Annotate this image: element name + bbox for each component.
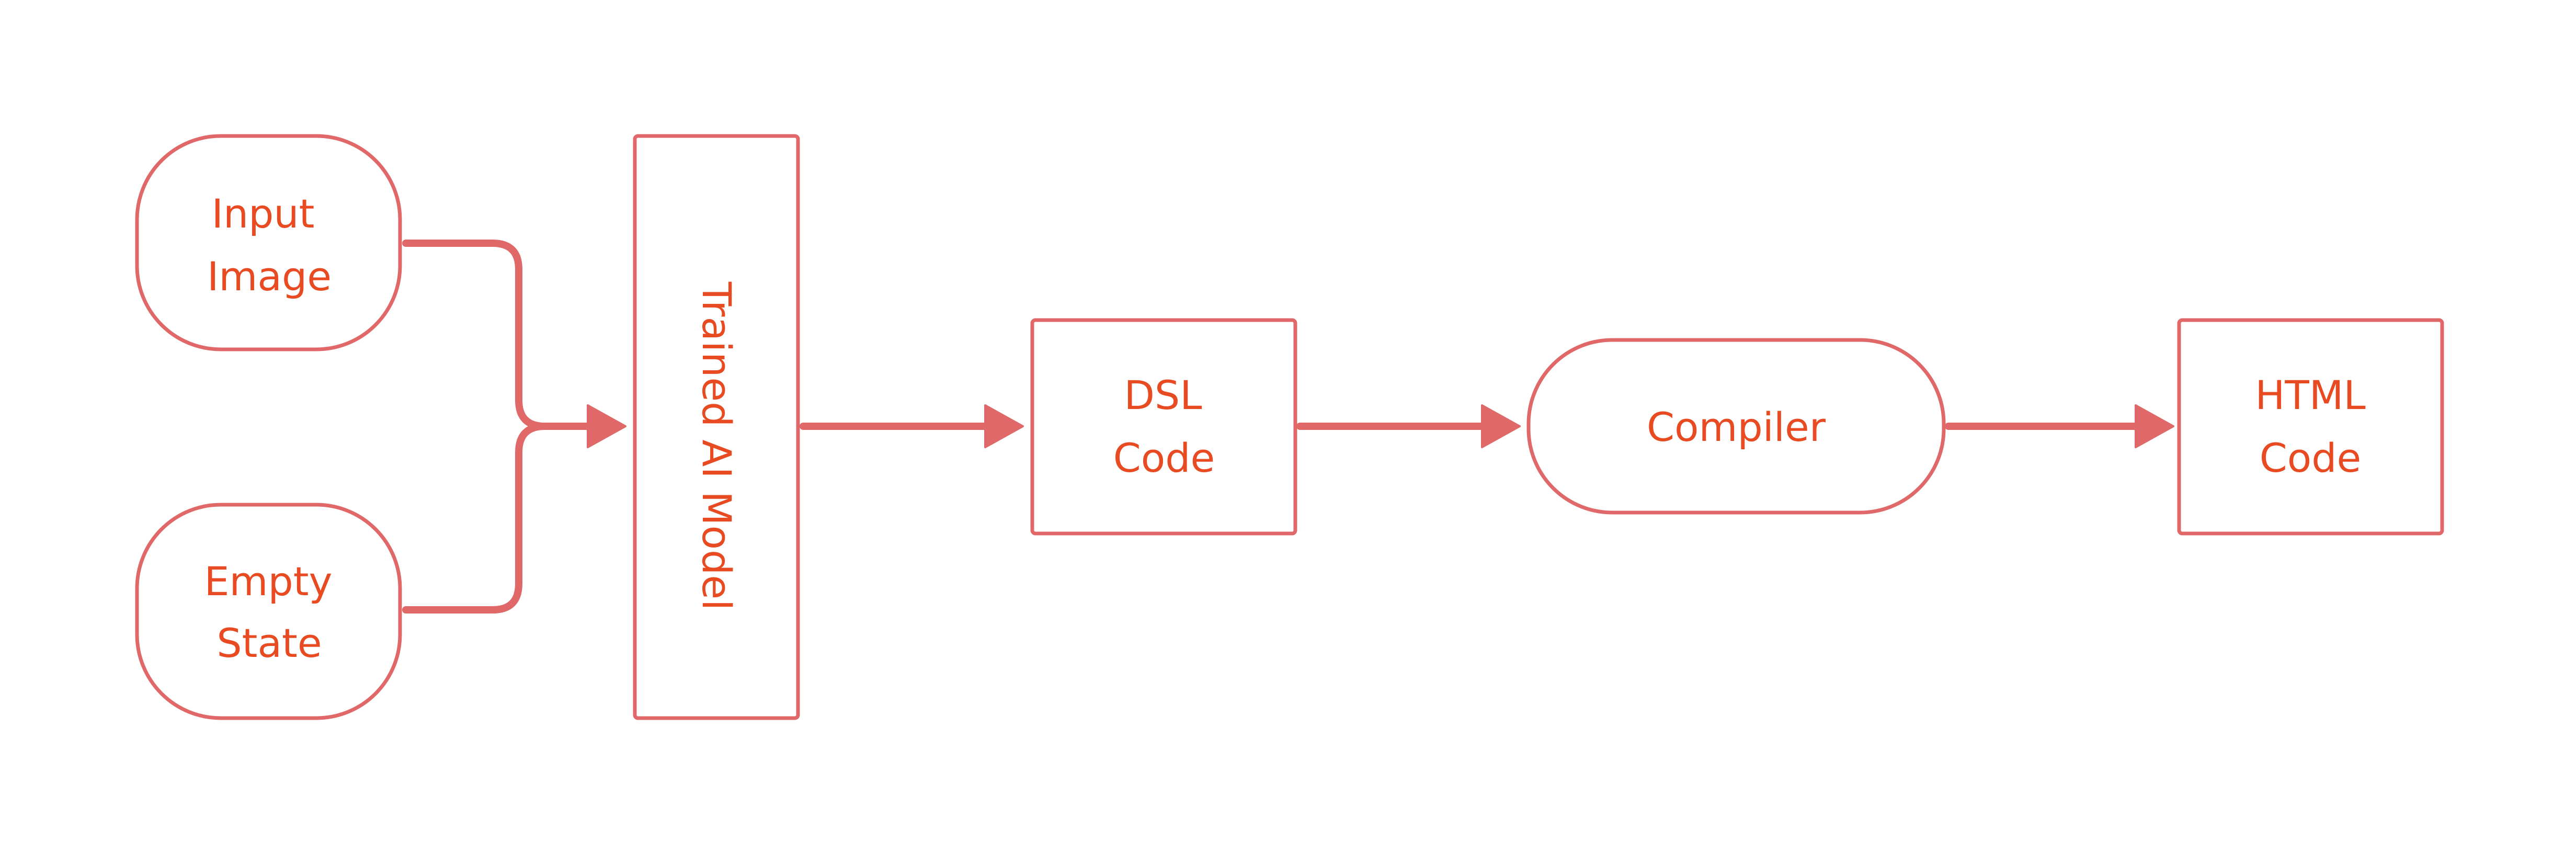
node-dsl-code-line2: Code	[1113, 435, 1215, 481]
arrow-head-to-html-icon	[2135, 404, 2174, 448]
arrow-head-to-compiler-icon	[1481, 404, 1521, 448]
node-input-image-line1: Input	[212, 190, 315, 237]
node-compiler: Compiler	[1526, 338, 1946, 515]
node-trained-model: Trained AI Model	[633, 134, 800, 720]
node-html-code-line1: HTML	[2255, 372, 2366, 418]
node-empty-state-line2: State	[216, 620, 322, 666]
connector-input-image	[402, 240, 600, 430]
node-html-code-line2: Code	[2260, 435, 2362, 481]
node-empty-state-line1: Empty	[204, 558, 332, 605]
arrow-head-to-dsl-icon	[984, 404, 1024, 448]
node-dsl-code: DSL Code	[1030, 318, 1297, 536]
node-trained-model-label: Trained AI Model	[693, 281, 740, 610]
node-dsl-code-line1: DSL	[1124, 372, 1202, 418]
node-compiler-label: Compiler	[1647, 404, 1826, 450]
node-input-image-line2: Image	[207, 253, 332, 300]
node-input-image: Input Image	[135, 134, 402, 351]
node-empty-state: Empty State	[135, 503, 402, 720]
node-html-code: HTML Code	[2177, 318, 2444, 536]
arrow-head-to-model-icon	[587, 404, 626, 448]
connector-empty-state	[402, 423, 549, 614]
